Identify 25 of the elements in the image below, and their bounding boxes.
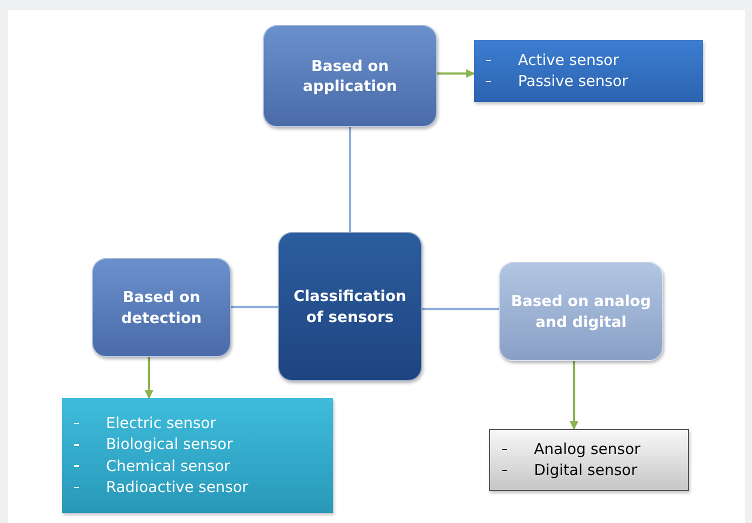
connector-line: [348, 127, 352, 232]
list-item: Electric sensor: [106, 412, 216, 434]
list-item: Radioactive sensor: [106, 476, 248, 498]
list-item: Chemical sensor: [106, 456, 230, 476]
rounded-box: [263, 25, 437, 127]
node-label: Based on detection: [120, 287, 203, 328]
list-item: Active sensor: [518, 50, 619, 71]
connector-line: [422, 308, 499, 310]
list-item: Biological sensor: [106, 434, 233, 456]
list-box: [62, 398, 333, 513]
arrow: [144, 357, 154, 399]
rounded-box: [278, 232, 422, 381]
node-label: Classification of sensors: [292, 286, 408, 327]
list-box: [489, 429, 689, 491]
list-box: [474, 40, 703, 102]
arrow: [570, 361, 578, 430]
rounded-box: [92, 258, 231, 357]
rounded-box: [499, 262, 663, 361]
node-label: Based on application: [302, 56, 398, 96]
list-item: Passive sensor: [518, 71, 628, 92]
list-item: Digital sensor: [534, 460, 638, 481]
arrow: [437, 69, 475, 78]
list-item: Analog sensor: [534, 438, 640, 460]
connector-line: [231, 306, 278, 308]
node-label: Based on analog and digital: [510, 291, 652, 332]
